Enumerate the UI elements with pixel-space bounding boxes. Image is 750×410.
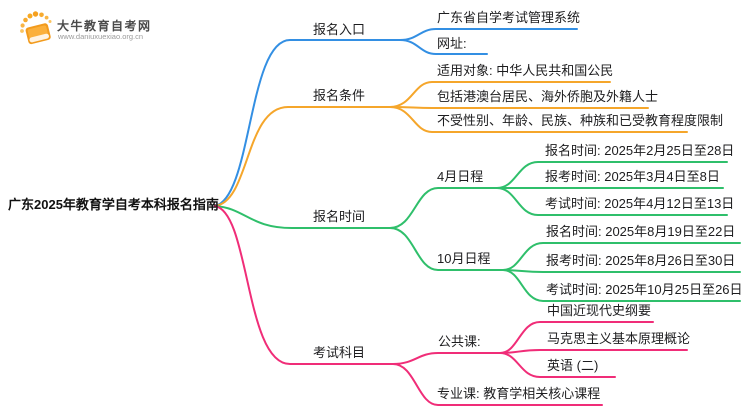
node-condition-nolimit[interactable]: 不受性别、年龄、民族、种族和已受教育程度限制 bbox=[437, 113, 724, 128]
node-entry-url[interactable]: 网址: bbox=[437, 36, 467, 51]
node-entry[interactable]: 报名入口 bbox=[313, 22, 366, 37]
connector-condition-3 bbox=[389, 106, 688, 133]
node-time[interactable]: 报名时间 bbox=[313, 209, 366, 224]
node-public-history[interactable]: 中国近现代史纲要 bbox=[547, 303, 652, 318]
node-october-reg-time[interactable]: 报名时间: 2025年8月19日至22日 bbox=[546, 224, 736, 239]
connector-public-marx bbox=[499, 349, 688, 354]
node-october-apply-time[interactable]: 报考时间: 2025年8月26日至30日 bbox=[546, 253, 736, 268]
connector-october-reg bbox=[502, 242, 741, 271]
connector-subject-public bbox=[392, 352, 501, 365]
node-public-marx[interactable]: 马克思主义基本原理概论 bbox=[547, 331, 691, 346]
connector-root-entry bbox=[214, 39, 401, 207]
connector-root-time bbox=[214, 205, 391, 229]
connector-root-subject bbox=[214, 205, 394, 365]
connector-entry-system bbox=[399, 28, 578, 41]
connector-condition-2 bbox=[389, 106, 649, 109]
connector-subject-major bbox=[392, 363, 603, 406]
connector-entry-url bbox=[399, 39, 488, 55]
node-april-reg-time[interactable]: 报名时间: 2025年2月25日至28日 bbox=[545, 143, 735, 158]
connector-time-april bbox=[389, 187, 498, 229]
node-entry-system[interactable]: 广东省自学考试管理系统 bbox=[437, 10, 581, 25]
node-subject[interactable]: 考试科目 bbox=[313, 345, 366, 360]
connector-april-exam bbox=[496, 187, 728, 216]
connector-public-english bbox=[499, 352, 616, 378]
node-october-exam-time[interactable]: 考试时间: 2025年10月25日至26日 bbox=[546, 282, 743, 297]
node-april-exam-time[interactable]: 考试时间: 2025年4月12日至13日 bbox=[545, 196, 735, 211]
connector-root-condition bbox=[214, 106, 391, 207]
node-condition-include[interactable]: 包括港澳台居民、海外侨胞及外籍人士 bbox=[437, 89, 659, 104]
node-condition-target[interactable]: 适用对象: 中华人民共和国公民 bbox=[437, 63, 614, 78]
connector-time-october bbox=[389, 227, 504, 271]
node-public-course[interactable]: 公共课: bbox=[438, 334, 481, 349]
node-april-schedule[interactable]: 4月日程 bbox=[437, 169, 484, 184]
connector-october-exam bbox=[502, 269, 741, 302]
node-condition[interactable]: 报名条件 bbox=[313, 88, 366, 103]
logo-site-name: 大牛教育自考网 bbox=[57, 19, 152, 33]
node-major-course[interactable]: 专业课: 教育学相关核心课程 bbox=[437, 386, 601, 401]
node-october-schedule[interactable]: 10月日程 bbox=[437, 251, 491, 266]
node-public-english[interactable]: 英语 (二) bbox=[547, 358, 599, 373]
node-april-apply-time[interactable]: 报考时间: 2025年3月4日至8日 bbox=[545, 169, 720, 184]
book-icon bbox=[20, 11, 52, 45]
site-logo: 大牛教育自考网 www.daniuxuexiao.org.cn bbox=[18, 8, 188, 52]
root-node[interactable]: 广东2025年教育学自考本科报名指南 bbox=[8, 197, 219, 212]
connector-october-apply bbox=[502, 269, 741, 273]
logo-site-url: www.daniuxuexiao.org.cn bbox=[58, 32, 144, 41]
